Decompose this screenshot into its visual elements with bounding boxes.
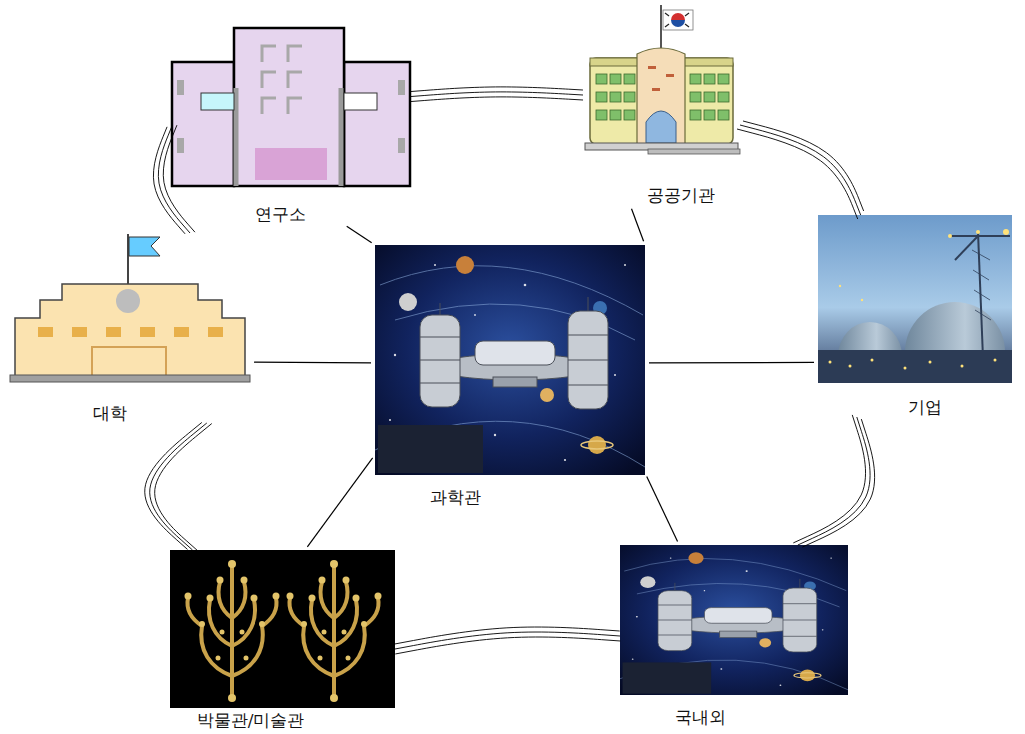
connector-stroke — [145, 422, 202, 549]
university-node: 대학 — [10, 233, 250, 423]
spoke-connector — [649, 362, 814, 363]
spoke-connector — [631, 209, 643, 242]
node-label-row: 국내외 — [586, 707, 814, 727]
node-label-row: 연구소 — [161, 204, 399, 224]
university-building — [10, 234, 250, 382]
ring-connector — [395, 627, 621, 654]
node-label-row: 박물관/미술관 — [138, 710, 363, 730]
ring-connector — [410, 87, 583, 102]
spoke-connector — [307, 458, 372, 547]
museum-node: 박물관/미술관 — [170, 550, 395, 730]
node-label: 박물관/미술관 — [195, 710, 307, 730]
connector-stroke — [307, 458, 372, 547]
public-institution-node: 공공기관 — [583, 5, 740, 205]
company-node: 기업 — [818, 215, 1012, 417]
node-label-row: 과학관 — [320, 487, 590, 507]
connector-stroke — [153, 127, 185, 234]
ring-connector — [793, 415, 874, 547]
science-museum-image — [375, 245, 645, 475]
connector-stroke — [254, 362, 371, 364]
picture-area — [620, 545, 848, 695]
node-label: 과학관 — [428, 487, 483, 507]
spoke-connector — [347, 226, 372, 243]
connector-stroke — [155, 424, 212, 551]
research-institute-node: 연구소 — [172, 28, 410, 224]
connector-stroke — [395, 632, 620, 649]
connector-stroke — [347, 226, 372, 243]
ring-connector — [737, 121, 864, 219]
picture-area — [170, 550, 395, 708]
connector-stroke — [740, 125, 861, 215]
connector-stroke — [395, 627, 620, 644]
spoke-connector — [647, 477, 678, 542]
node-label: 국내외 — [673, 707, 728, 727]
connector-stroke — [743, 121, 864, 211]
node-label-row: 기업 — [828, 397, 1022, 417]
connector-stroke — [410, 87, 583, 92]
connector-stroke — [163, 125, 195, 232]
connector-stroke — [395, 637, 620, 654]
node-label: 공공기관 — [645, 185, 717, 205]
ring-connector — [145, 422, 212, 550]
picture-area — [172, 28, 410, 186]
connector-stroke — [150, 423, 207, 550]
node-label: 기업 — [906, 397, 944, 417]
picture-area — [583, 5, 740, 155]
connector-stroke — [793, 415, 865, 543]
science-museum-node: 과학관 — [375, 245, 645, 507]
picture-area — [10, 233, 250, 383]
picture-area — [375, 245, 645, 475]
connector-stroke — [410, 92, 583, 97]
connector-stroke — [737, 129, 858, 219]
ring-connector — [153, 125, 195, 234]
connector-stroke — [410, 97, 583, 102]
public-institution-building — [585, 5, 740, 154]
research-institute-building — [172, 28, 410, 186]
museum-photo — [170, 550, 395, 708]
node-label: 연구소 — [253, 204, 308, 224]
company-photo — [818, 215, 1012, 383]
connector-stroke — [158, 126, 190, 233]
node-label-row: 대학 — [0, 403, 230, 423]
picture-area — [818, 215, 1012, 383]
node-label: 대학 — [91, 403, 129, 423]
connector-stroke — [631, 209, 643, 242]
domestic-overseas-image — [620, 545, 848, 695]
node-label-row: 공공기관 — [602, 185, 759, 205]
connector-stroke — [647, 477, 678, 542]
spoke-connector — [254, 362, 371, 364]
domestic-overseas-node: 국내외 — [620, 545, 848, 727]
connector-stroke — [649, 362, 814, 364]
